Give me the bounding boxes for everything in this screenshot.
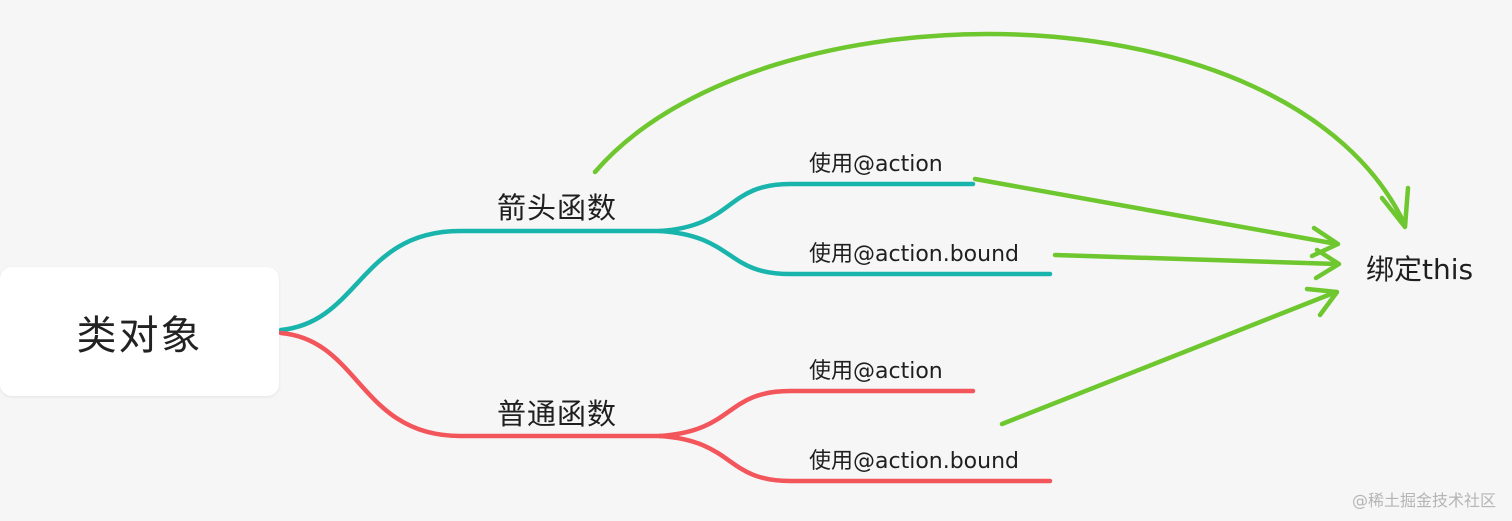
leaf-label-arrow-action-bound[interactable]: 使用@action.bound [809,242,1019,267]
branch-label-arrow-functions[interactable]: 箭头函数 [497,191,618,225]
normal-functions-to-action-bound-line [657,433,1053,484]
arrow-from-action-bound-head [1313,247,1342,281]
branch-label-normal-functions[interactable]: 普通函数 [497,397,618,431]
leaf-label-arrow-action[interactable]: 使用@action [809,152,943,177]
arrow-from-normal-action-bound [999,289,1339,427]
root-to-normal-functions-line [278,330,663,439]
branch-normal-functions-lines [278,330,1053,484]
root-node[interactable]: 类对象 [0,267,279,396]
root-node-label: 类对象 [76,312,203,359]
root-to-arrow-functions-line [278,228,663,333]
bind-this-arrows [592,31,1411,427]
leaf-label-normal-action-bound[interactable]: 使用@action.bound [809,449,1019,474]
arrow-from-action [972,176,1340,247]
arrow-functions-to-action-bound-line [657,228,1053,277]
target-label-bind-this[interactable]: 绑定this [1366,253,1474,286]
leaf-label-normal-action[interactable]: 使用@action [809,359,943,384]
branch-arrow-functions-lines [278,181,1053,333]
arrow-from-action-bound [1052,252,1340,267]
arc-arrow-from-arrow-functions [592,31,1408,228]
watermark: @稀土掘金技术社区 [1351,491,1496,510]
arrow-functions-to-action-line [657,181,976,234]
arrow-from-normal-action-bound-head [1304,286,1340,318]
normal-functions-to-action-line [657,388,976,439]
arc-arrowhead [1379,185,1411,230]
